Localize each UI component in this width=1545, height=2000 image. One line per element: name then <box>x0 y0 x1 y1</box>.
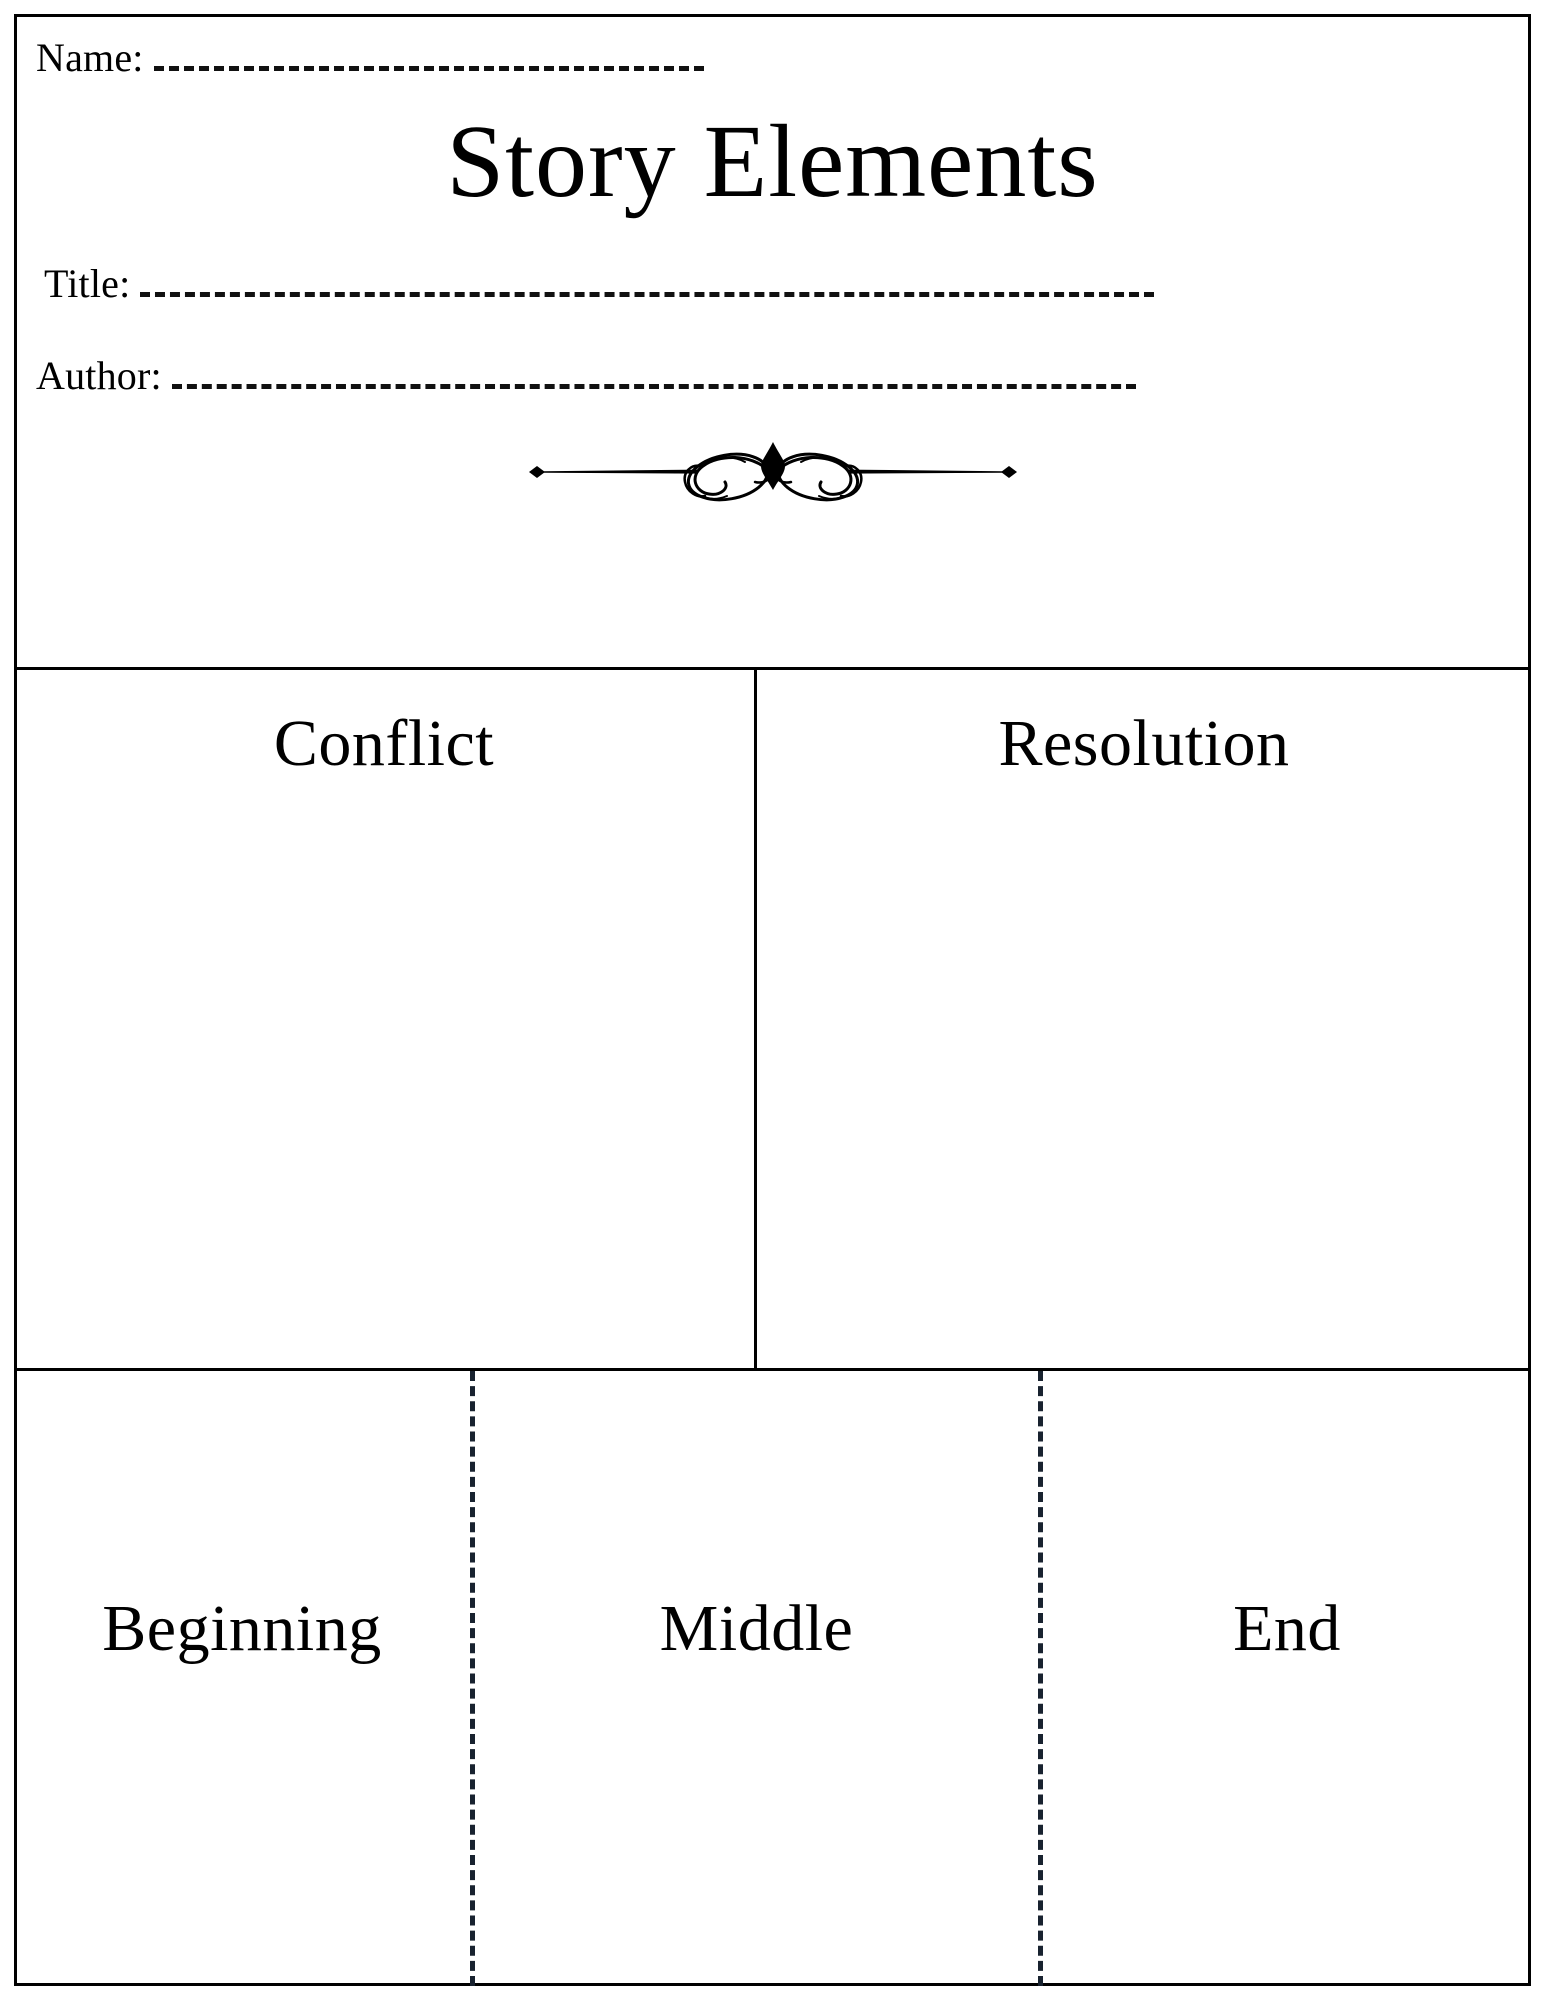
author-write-line[interactable] <box>171 384 1136 389</box>
sequence-band: Beginning Middle End <box>14 1371 1531 1986</box>
name-field-label: Name: <box>36 35 144 80</box>
title-field-label: Title: <box>44 261 131 306</box>
resolution-cell[interactable]: Resolution <box>757 670 1531 1368</box>
middle-heading: Middle <box>659 1592 854 1665</box>
conflict-cell[interactable]: Conflict <box>14 670 757 1368</box>
title-write-line[interactable] <box>140 292 1154 297</box>
page-title: Story Elements <box>446 104 1099 219</box>
name-write-line[interactable] <box>153 66 704 71</box>
name-field-row: Name: <box>36 38 704 78</box>
beginning-heading: Beginning <box>102 1592 382 1665</box>
author-field-row: Author: <box>36 356 1136 396</box>
author-field-label: Author: <box>36 353 162 398</box>
conflict-resolution-band: Conflict Resolution <box>14 670 1531 1371</box>
middle-cell[interactable]: Middle <box>475 1371 1043 1986</box>
beginning-cell[interactable]: Beginning <box>14 1371 475 1986</box>
end-heading: End <box>1233 1592 1341 1665</box>
title-field-row: Title: <box>44 264 1154 304</box>
header-block: Name: Story Elements Title: Author: <box>14 14 1531 670</box>
flourish-divider-ornament <box>523 432 1023 512</box>
resolution-heading: Resolution <box>998 707 1290 780</box>
conflict-heading: Conflict <box>273 707 495 780</box>
end-cell[interactable]: End <box>1043 1371 1531 1986</box>
page-border-frame <box>14 14 1531 1986</box>
